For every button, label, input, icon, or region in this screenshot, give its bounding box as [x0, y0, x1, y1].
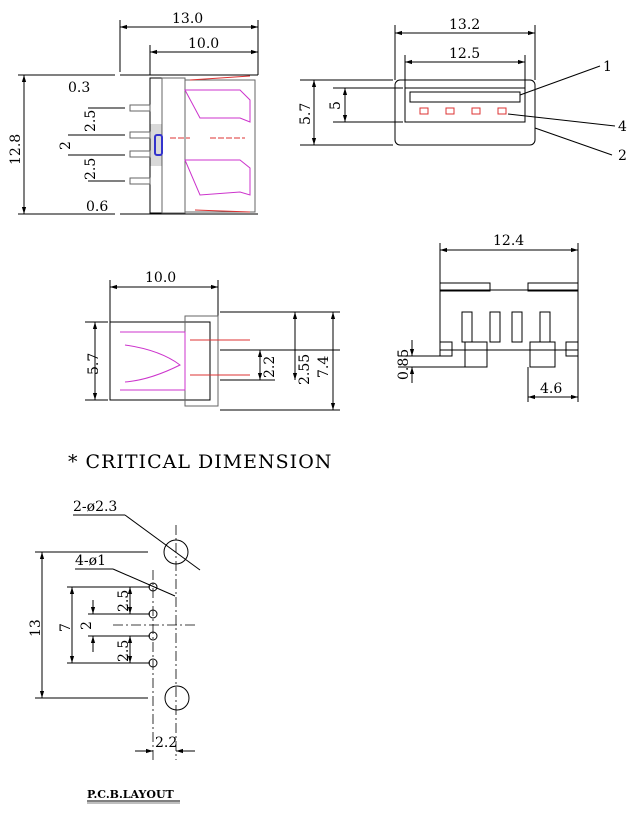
pcb-dim-pitch-top: 2.5 — [116, 590, 132, 612]
dim-length: 10.0 — [145, 270, 176, 286]
dim-bottom-offset: 0.6 — [86, 199, 108, 215]
callout-1: 1 — [603, 59, 612, 75]
pcb-dim-pitch-bottom: 2.5 — [116, 640, 132, 662]
callout-4: 4 — [618, 119, 627, 135]
top-view: 10.0 5.7 2.2 2.55 7.4 — [85, 270, 340, 411]
critical-dimension-label: * CRITICAL DIMENSION — [68, 451, 332, 473]
dim-pitch-top: 2.5 — [83, 110, 99, 132]
dim-height: 12.8 — [8, 134, 24, 165]
pcb-small-holes-label: 4-ø1 — [75, 553, 106, 569]
pcb-dim-span: 13 — [28, 619, 44, 637]
dim-outer-height: 5.7 — [298, 103, 314, 125]
dim-width: 12.4 — [493, 233, 524, 249]
rear-view: 12.4 0.85 4.6 — [396, 233, 579, 402]
dim-top-offset: 0.3 — [68, 80, 90, 96]
dim-total-width: 13.0 — [172, 11, 203, 27]
pcb-dim-pin-span: 7 — [58, 623, 74, 632]
dim-height: 5.7 — [86, 353, 102, 375]
dim-inner-width: 12.5 — [449, 46, 480, 62]
callout-2: 2 — [618, 148, 627, 164]
dim-pin-offset: 2.2 — [262, 356, 278, 378]
pcb-layout-title: P.C.B.LAYOUT — [87, 788, 175, 801]
front-view: 13.2 12.5 5.7 5 1 4 2 — [298, 17, 627, 164]
dim-standoff: 0.85 — [396, 349, 412, 380]
dim-tab-width: 4.6 — [540, 381, 562, 397]
dim-pitch-mid: 2 — [58, 141, 74, 150]
mounting-hole — [163, 539, 189, 565]
mounting-hole — [164, 685, 190, 711]
dim-pitch-bottom: 2.5 — [83, 158, 99, 180]
dim-body-width: 10.0 — [188, 36, 219, 52]
pcb-layout: 13 7 2 2.5 2.5 2.2 2-ø2.3 4-ø1 P.C.B.LAY… — [28, 499, 201, 804]
dim-total-height: 7.4 — [316, 356, 332, 378]
dim-outer-width: 13.2 — [449, 17, 480, 33]
dim-pin-span: 2.55 — [297, 354, 313, 385]
pcb-dim-offset: 2.2 — [155, 735, 177, 751]
pcb-large-holes-label: 2-ø2.3 — [73, 499, 117, 515]
pcb-dim-pitch-mid: 2 — [79, 621, 95, 630]
side-view: 13.0 10.0 12.8 0.3 2.5 2 2.5 0.6 — [8, 11, 259, 215]
dim-inner-height: 5 — [328, 101, 344, 110]
